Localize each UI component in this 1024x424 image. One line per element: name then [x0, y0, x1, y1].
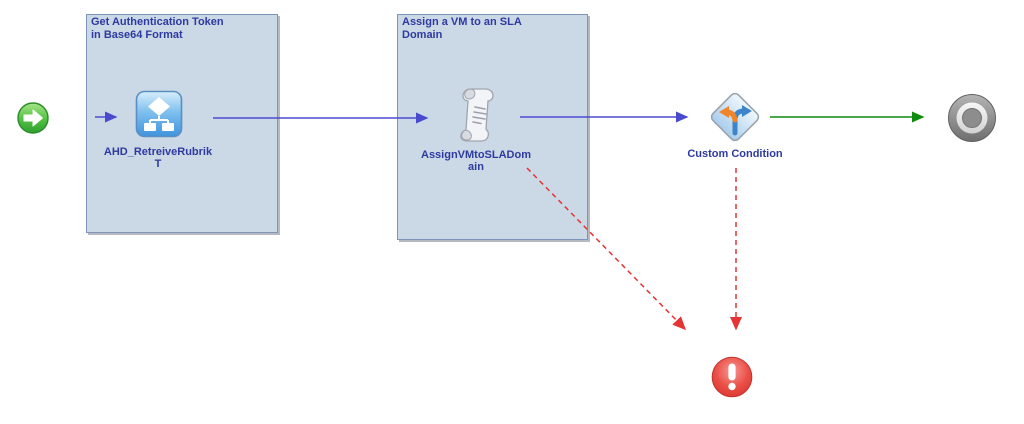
workflow-element-label: AHD_RetreiveRubrik T	[103, 146, 213, 170]
exception-connector-task-to-error[interactable]	[526, 167, 687, 331]
note-assign-vm-sla[interactable]: Assign a VM to an SLA Domain	[397, 14, 588, 240]
workflow-element-node[interactable]	[135, 90, 183, 138]
custom-condition-node[interactable]	[707, 89, 763, 145]
start-node[interactable]	[17, 102, 49, 134]
custom-condition-label: Custom Condition	[687, 148, 783, 160]
scriptable-task-node[interactable]	[450, 85, 502, 145]
scriptable-task-label: AssignVMtoSLADom ain	[421, 149, 531, 173]
green-start-arrow-icon	[17, 102, 49, 134]
note-title: Get Authentication Token in Base64 Forma…	[91, 16, 224, 41]
fork-condition-icon	[707, 89, 763, 145]
red-exclamation-icon	[711, 356, 753, 398]
gray-target-icon	[947, 93, 997, 143]
note-title: Assign a VM to an SLA Domain	[402, 16, 522, 41]
flowchart-workflow-icon	[135, 90, 183, 138]
end-node[interactable]	[947, 93, 997, 143]
error-end-node[interactable]	[711, 356, 753, 398]
script-scroll-icon	[450, 85, 502, 145]
note-get-auth-token[interactable]: Get Authentication Token in Base64 Forma…	[86, 14, 278, 233]
